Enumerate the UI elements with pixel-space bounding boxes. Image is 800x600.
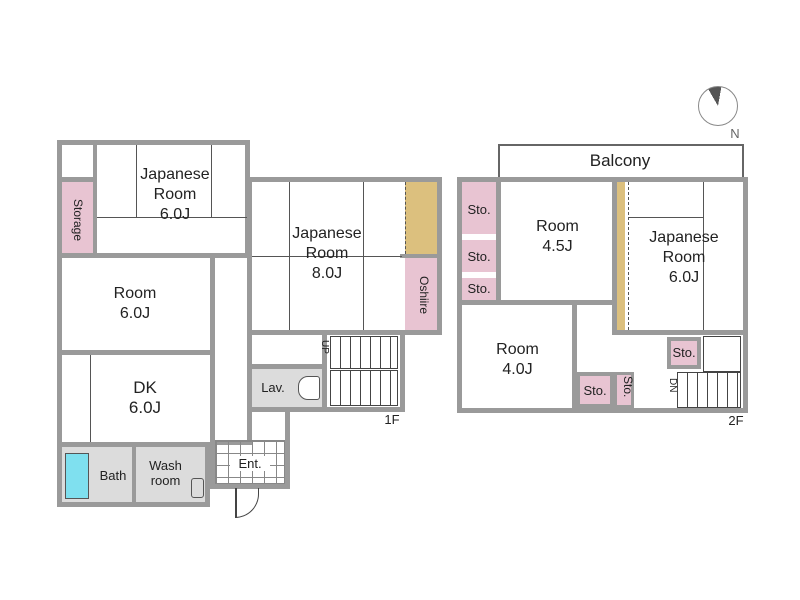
dn-label: DN: [667, 378, 678, 393]
stair-landing: [703, 336, 741, 372]
sto-label: Sto.: [621, 376, 635, 398]
floor2-outer-walls: [457, 177, 748, 413]
tatami-line: [252, 256, 402, 257]
lav-label: Lav.: [261, 380, 285, 395]
wall: [132, 447, 136, 502]
sink-icon: [191, 478, 204, 498]
wall: [93, 145, 97, 255]
wall: [612, 330, 745, 335]
balcony-label: Balcony: [589, 151, 651, 170]
closet-divider: [628, 182, 630, 330]
storage-label: Storage: [71, 198, 85, 242]
sto-label: Sto.: [467, 202, 491, 217]
bath-label: Bath: [99, 468, 127, 483]
japanese-room-6-label: Japanese Room 6.0J: [140, 166, 210, 223]
sto-5: [576, 372, 614, 408]
tatami-line: [97, 217, 247, 218]
tatami-line: [629, 217, 703, 218]
wall: [572, 300, 577, 412]
north-label: N: [730, 126, 740, 141]
bathtub: [65, 453, 89, 499]
sto-label: Sto.: [583, 383, 607, 398]
ent-label: Ent.: [230, 456, 270, 471]
tatami-line: [703, 182, 704, 330]
oshiire-label: Oshiire: [417, 276, 431, 315]
sto-3: [462, 278, 496, 300]
stairs: [677, 372, 741, 408]
sto-6: [614, 372, 634, 408]
room-6-label: Room 6.0J: [113, 285, 157, 322]
wall: [57, 177, 97, 182]
sto-label: Sto.: [672, 345, 696, 360]
toilet-icon: [298, 376, 320, 400]
oshiire: [405, 258, 437, 330]
wall: [612, 182, 617, 335]
sto-2: [462, 240, 496, 272]
japanese-room-8-label: Japanese Room 8.0J: [292, 225, 362, 282]
sto-4: [667, 337, 701, 369]
room-4-label: Room 4.0J: [496, 341, 539, 378]
wall: [496, 182, 501, 305]
compass-icon: [698, 86, 738, 126]
wall: [462, 300, 612, 305]
closet: [405, 182, 437, 254]
stairs: [330, 336, 398, 369]
entrance-walls: [210, 407, 290, 489]
up-label: UP: [319, 340, 330, 354]
storage: [62, 182, 93, 253]
japanese-room-6-2f-label: Japanese Room 6.0J: [649, 229, 719, 286]
sto-label: Sto.: [467, 249, 491, 264]
stairwell-walls: [322, 330, 405, 412]
wall: [400, 254, 442, 258]
floor1-label: 1F: [384, 412, 400, 427]
tatami-line: [136, 145, 137, 217]
room-45-label: Room 4.5J: [536, 218, 579, 255]
kitchen-counter: [90, 355, 91, 442]
floor2-label: 2F: [728, 413, 744, 428]
stairs: [330, 370, 398, 406]
sto-1: [462, 182, 496, 234]
wash-room-label: Wash room: [149, 458, 182, 488]
entrance-door[interactable]: [235, 488, 259, 518]
closet: [617, 182, 625, 330]
sto-label: Sto.: [467, 281, 491, 296]
tatami-line: [211, 145, 212, 217]
dk-label: DK 6.0J: [128, 378, 162, 417]
